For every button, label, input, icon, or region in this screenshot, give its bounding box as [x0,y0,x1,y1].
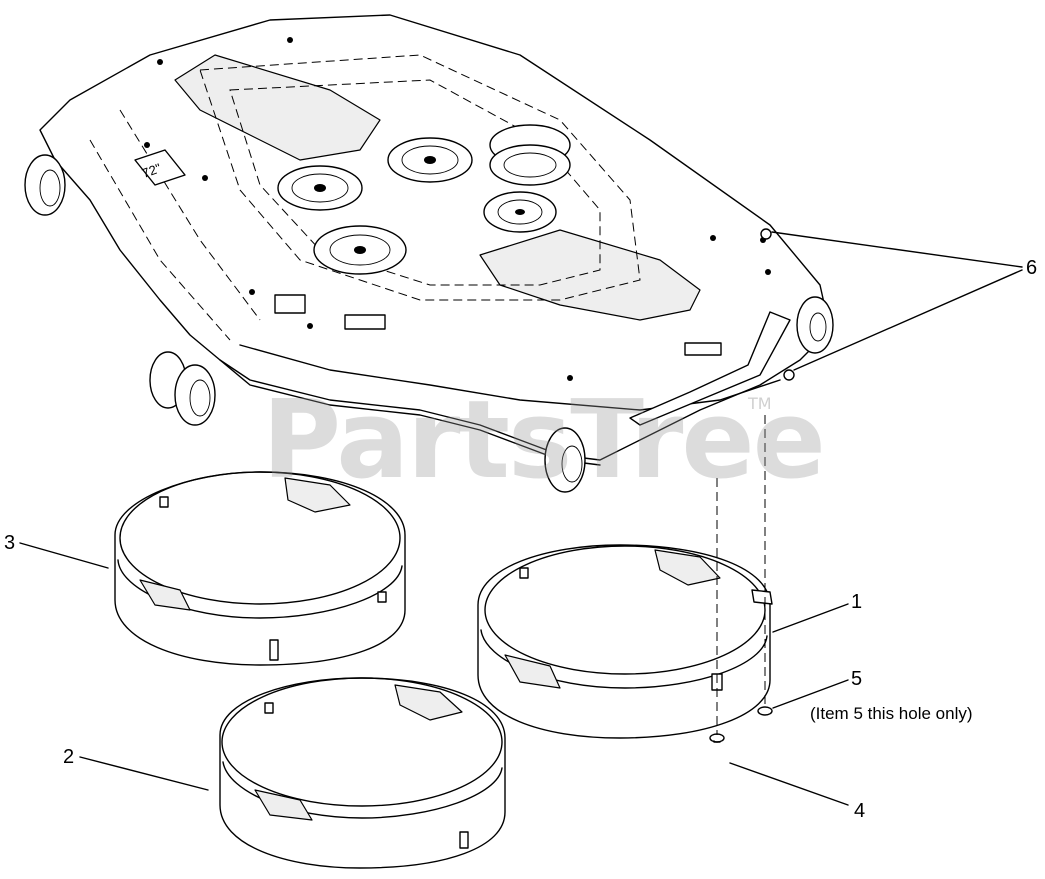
callout-4: 4 [854,800,866,822]
pulley-center [387,137,473,183]
baffle-ring-item-1 [477,544,773,739]
pulley-front [313,225,407,275]
deck-bolts [144,37,771,381]
pulley-left [277,165,363,211]
pulley-engine [489,124,571,186]
caster-wheel [796,296,834,354]
watermark: PartsTree [262,378,826,503]
pulley-idler [483,191,557,233]
deck-size-badge: 72" [134,149,186,186]
trademark: TM [748,394,772,413]
caster-wheel [544,427,586,493]
callout-3: 3 [4,532,16,554]
bolt-item-4 [709,733,725,743]
warning-decal [344,314,386,330]
mower-deck: 72" [24,14,834,493]
belt-shield-left [174,54,381,161]
caster-wheel [24,154,66,216]
callout-2: 2 [63,746,75,768]
instruction-decal [274,294,306,314]
callout-1: 1 [851,591,863,613]
callout-5: 5 [851,668,863,690]
item-5-note: (Item 5 this hole only) [810,704,973,723]
caster-wheel [149,351,216,426]
baffle-strip [629,311,791,426]
callout-6: 6 [1026,257,1038,279]
baffle-ring-item-3 [114,471,406,666]
belt-shield-right [479,229,701,321]
leader-lines [19,231,1023,806]
svg-text:72": 72" [140,160,163,181]
bolt-item-5 [757,706,773,716]
warning-decal [684,342,722,356]
nut-item-6 [760,228,795,381]
baffle-ring-item-2 [219,677,506,869]
